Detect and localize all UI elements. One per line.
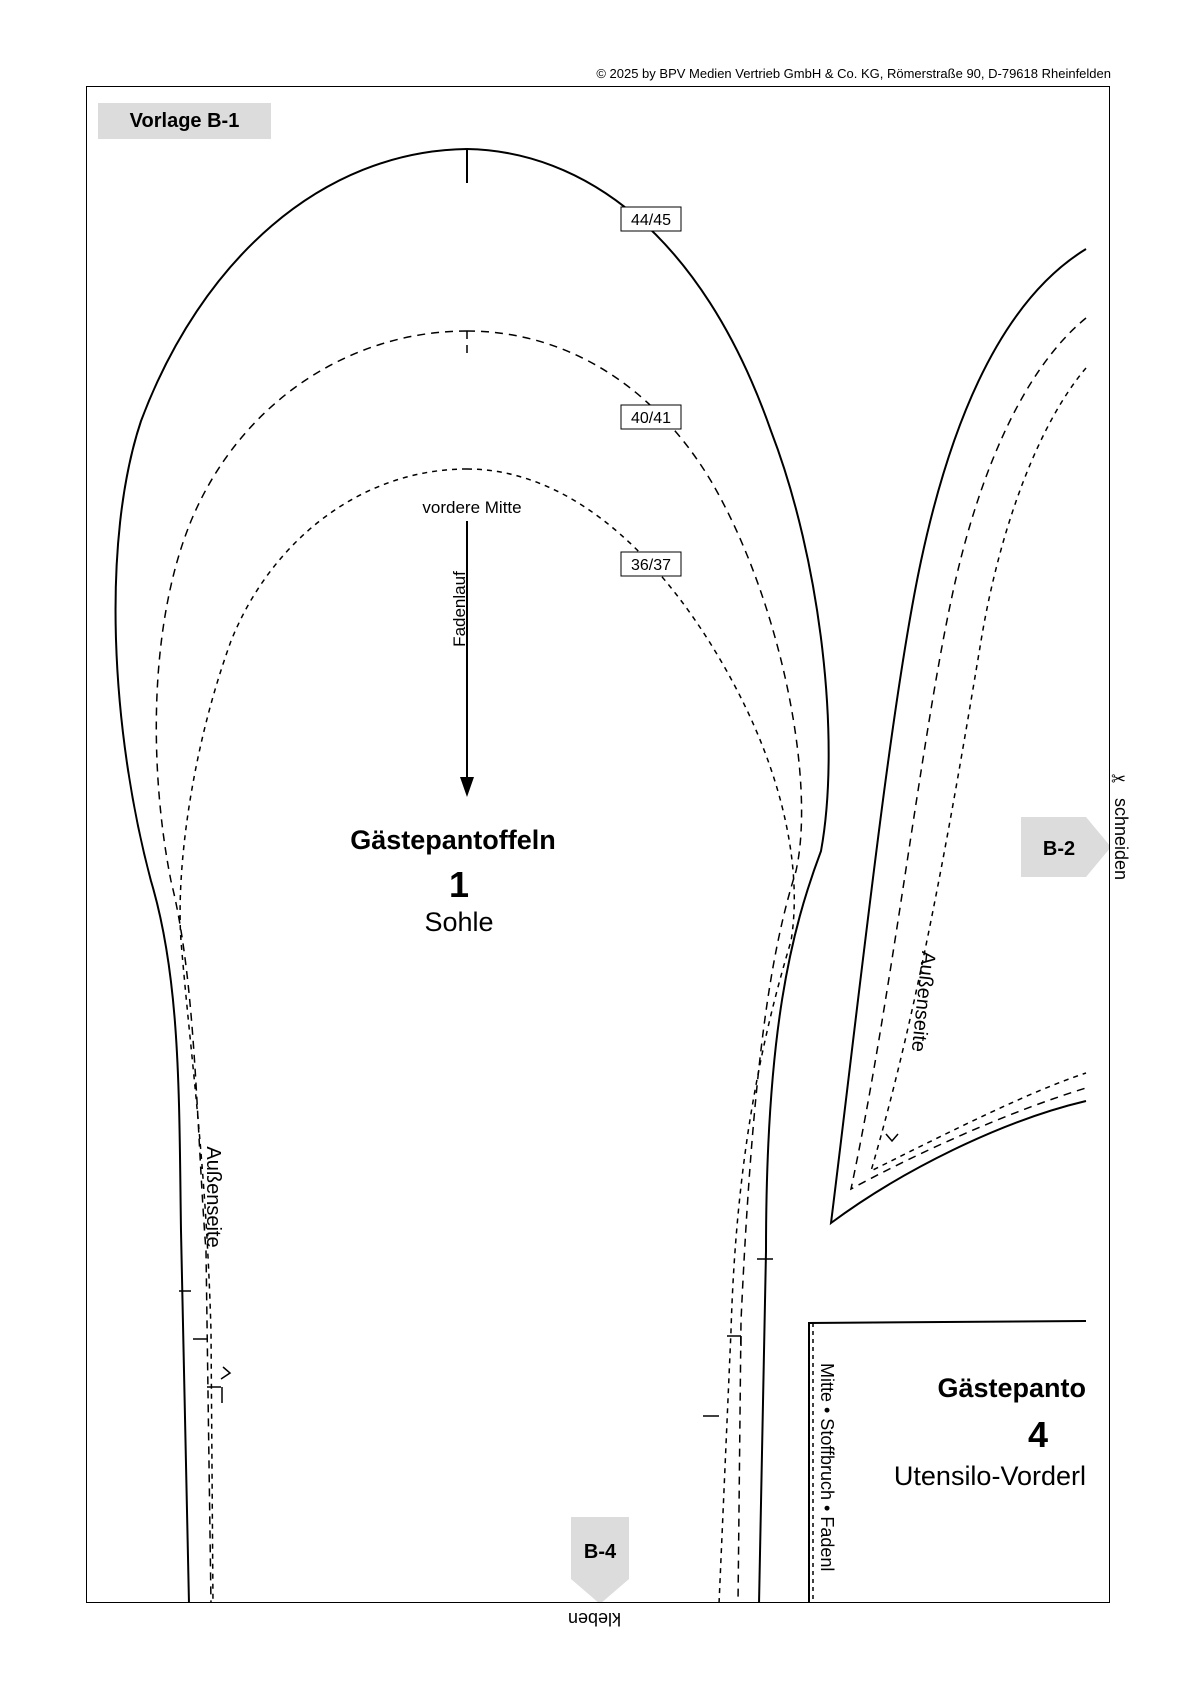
notch-icon (179, 1290, 223, 1403)
copyright-notice: © 2025 by BPV Medien Vertrieb GmbH & Co.… (596, 66, 1111, 81)
size-tag-box (620, 551, 682, 577)
upper-side-label: Außenseite (907, 950, 939, 1053)
pattern-diagram: 44/45 40/41 36/37 vordere Mitte Fadenlau… (114, 148, 1109, 1602)
utensil-title: Gästepanto (937, 1373, 1086, 1403)
size-tag-box (620, 206, 682, 232)
sole-outline-44-45-right (466, 148, 830, 1602)
sole-outline-36-37 (179, 468, 796, 1602)
size-tag-box (620, 404, 682, 430)
marker-b2-label: B-2 (1043, 838, 1075, 860)
center-label: vordere Mitte (422, 498, 521, 517)
pattern-sheet: 44/45 40/41 36/37 vordere Mitte Fadenlau… (86, 86, 1110, 1603)
marker-b4 (571, 1517, 629, 1602)
notch-icon (703, 1258, 773, 1417)
sole-number: 1 (449, 864, 469, 905)
size-tag: 44/45 (631, 212, 671, 229)
utensil-name: Utensilo-Vorderl (894, 1461, 1086, 1491)
sole-side-label: Außenseite (202, 1146, 224, 1247)
sole-outline-44-45 (114, 148, 468, 1602)
marker-b2 (1021, 817, 1109, 877)
marker-b4-label: B-4 (584, 1541, 617, 1563)
utensil-fold-label: Mitte • Stoffbruch • Fadenl (817, 1363, 837, 1571)
utensil-number: 4 (1028, 1414, 1048, 1455)
sole-outline-40-41 (155, 330, 803, 1602)
size-tag: 36/37 (631, 557, 671, 574)
sole-name: Sohle (424, 907, 493, 937)
upper-seam-1 (849, 317, 1087, 1191)
size-tag: 40/41 (631, 410, 671, 427)
upper-outline (829, 248, 1087, 1226)
sole-title: Gästepantoffeln (350, 825, 556, 855)
notch-icon (220, 1366, 232, 1380)
grain-label: Fadenlauf (450, 571, 469, 647)
glue-edge-label: kleben (568, 1609, 622, 1629)
utensil-outline (808, 1320, 1087, 1602)
template-label: Vorlage B-1 (98, 103, 271, 139)
upper-seam-2 (869, 367, 1087, 1173)
grainline-arrowhead (460, 777, 474, 797)
notch-icon (885, 1133, 899, 1143)
cut-edge-label: schneiden (1111, 798, 1131, 881)
scissors-icon: ✂ (1111, 769, 1127, 789)
